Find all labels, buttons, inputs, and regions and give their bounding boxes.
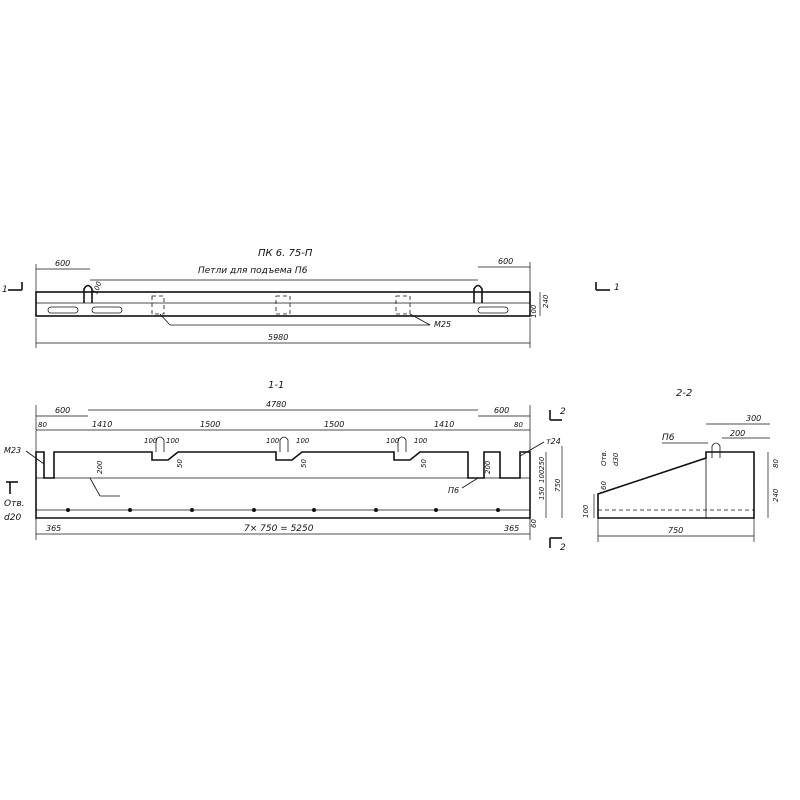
section-1-1-dim-right: 600 <box>494 406 509 415</box>
section-1-1-holes-diameter: d20 <box>4 513 21 523</box>
section-1-1-dim-span-1: 1410 <box>92 420 112 429</box>
section-1-1-inner-left: 200 <box>96 460 104 474</box>
section-1-1-dim-total: 4780 <box>266 400 286 409</box>
section-2-mark-top: 2 <box>560 407 566 417</box>
section-1-1-notch-3a: 100 <box>386 437 400 445</box>
section-1-1-dim-span-2: 1500 <box>200 420 220 429</box>
plan-section-mark-right: 1 <box>614 283 620 293</box>
plan-dim-right: 600 <box>498 257 513 266</box>
section-2-2-dim-80: 80 <box>772 459 780 468</box>
section-2-2-label-p6: П6 <box>662 433 675 443</box>
section-1-1-notch-depth-1: 50 <box>176 459 184 468</box>
section-2-2-title: 2-2 <box>676 388 692 399</box>
section-2-2-dim-300: 300 <box>746 414 761 423</box>
plan-section-mark-left: 1 <box>2 285 8 295</box>
section-1-1-dim-edge-right: 80 <box>514 421 523 429</box>
section-1-1-notch-2b: 100 <box>296 437 310 445</box>
section-2-2-profile <box>597 451 755 519</box>
section-1-1-notch-2a: 100 <box>266 437 280 445</box>
section-2-2-dim-240: 240 <box>772 488 780 502</box>
plan-dim-length: 5980 <box>268 333 288 342</box>
section-2-mark-bottom: 2 <box>560 543 566 553</box>
section-1-1-holes-label: Отв. <box>4 499 25 509</box>
section-1-1: 1-1 4780 600 600 80 1410 1500 1500 1410 … <box>4 380 566 553</box>
section-1-1-label-m23: М23 <box>4 446 21 455</box>
plan-dim-height-b: 100 <box>530 304 538 318</box>
section-1-1-notch-depth-2: 50 <box>300 459 308 468</box>
plan-dim-height-a: 240 <box>542 294 550 308</box>
section-2-2-dim-200: 200 <box>730 429 745 438</box>
drawing-subtitle: Петли для подъема П6 <box>198 266 308 276</box>
section-1-1-label-p6: П6 <box>448 486 459 495</box>
drawing-mark: ПК 6. 75-П <box>258 248 313 259</box>
section-1-1-notch-1a: 100 <box>144 437 158 445</box>
section-1-1-h-150: 150 <box>538 486 546 500</box>
section-1-1-inner-right: 200 <box>484 460 492 474</box>
section-1-1-bottom-mid: 7× 750 = 5250 <box>244 524 314 534</box>
section-1-1-h-250: 250 <box>538 456 546 470</box>
plan-dim-loop: 100 <box>91 280 103 296</box>
section-1-1-dim-span-3: 1500 <box>324 420 344 429</box>
section-2-2-holes-label: Отв. <box>600 450 608 466</box>
section-2-2-holes-diameter: d30 <box>612 452 620 466</box>
section-1-1-beam-outline <box>35 451 531 519</box>
section-1-1-dim-edge-left: 80 <box>38 421 47 429</box>
section-2-2-dim-750: 750 <box>668 526 683 535</box>
section-1-1-h-60: 60 <box>530 519 538 528</box>
section-1-1-dim-span-4: 1410 <box>434 420 454 429</box>
plan-dim-left: 600 <box>55 259 70 268</box>
section-1-1-h-100: 100 <box>538 469 546 483</box>
section-1-1-title: 1-1 <box>268 380 284 391</box>
section-1-1-notch-depth-3: 50 <box>420 459 428 468</box>
section-1-1-bottom-right: 365 <box>504 524 519 533</box>
plan-beam-outline <box>35 291 531 317</box>
section-1-1-notch-3b: 100 <box>414 437 428 445</box>
section-1-1-label-m24: т24 <box>546 437 561 446</box>
section-2-2: 2-2 300 200 П6 80 240 Отв. d30 60 100 75… <box>582 388 780 542</box>
section-1-1-h-750: 750 <box>554 478 562 492</box>
section-1-1-bottom-left: 365 <box>46 524 61 533</box>
plan-view: ПК 6. 75-П Петли для подъема П6 600 600 … <box>2 248 620 348</box>
section-2-2-dim-60: 60 <box>600 481 608 490</box>
section-1-1-dim-left: 600 <box>55 406 70 415</box>
section-1-1-notch-1b: 100 <box>166 437 180 445</box>
plan-part-label: М25 <box>434 320 451 329</box>
section-2-2-dim-100: 100 <box>582 504 590 518</box>
